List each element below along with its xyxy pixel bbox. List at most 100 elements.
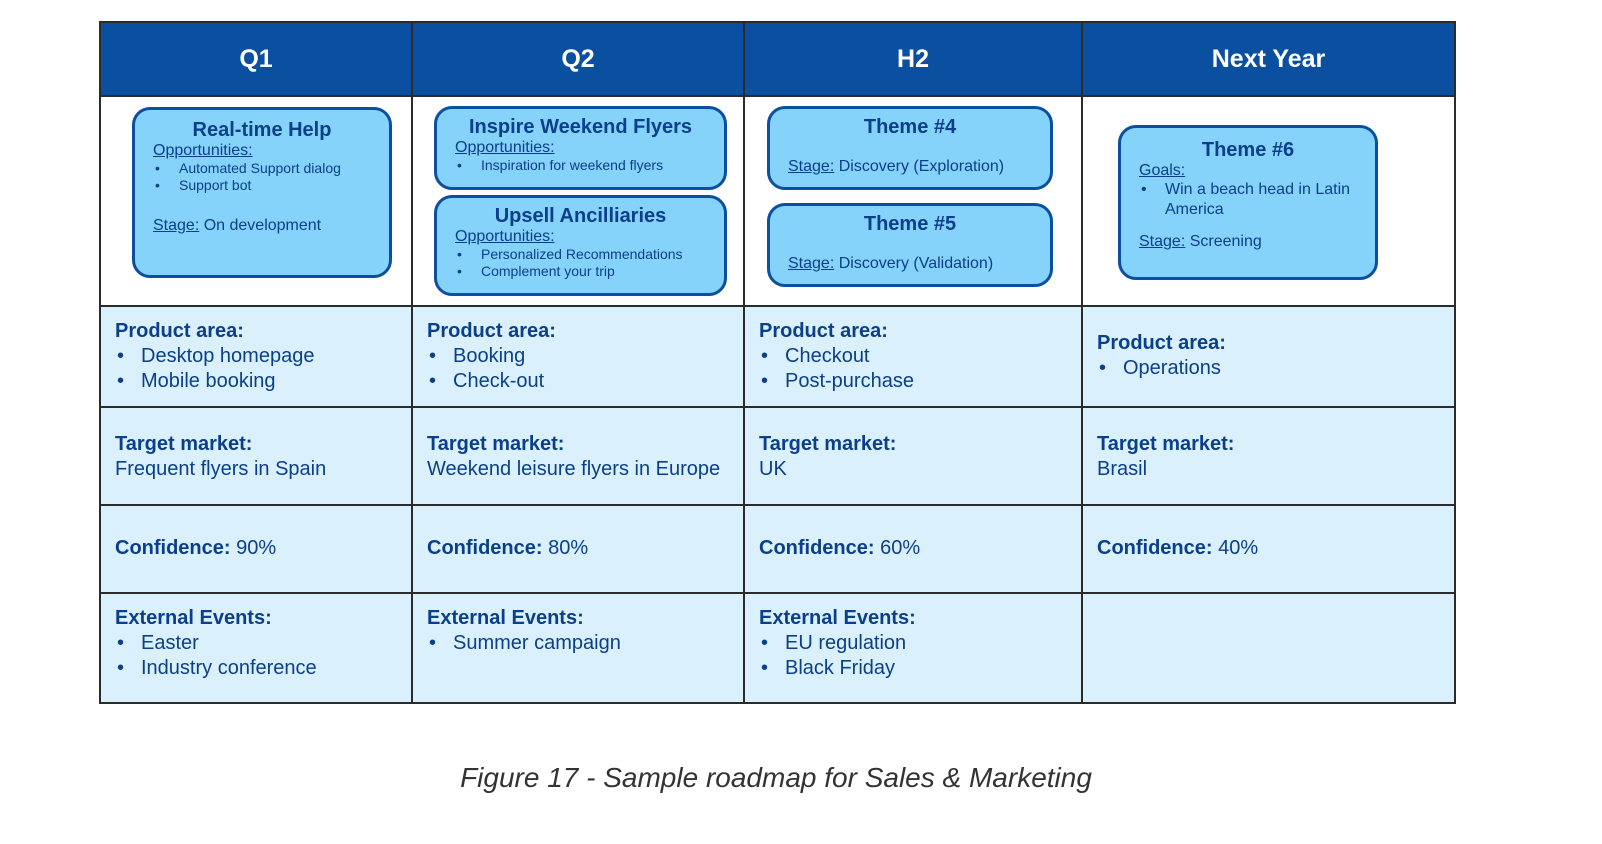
external-event-item: Summer campaign [427,631,729,656]
opportunity-item: Complement your trip [455,263,706,280]
opportunities-list: Automated Support dialog Support bot [153,160,371,194]
goals-list: Win a beach head in Latin America [1139,180,1357,220]
product-area-label: Product area: [115,320,244,342]
theme-stage: Stage: Discovery (Validation) [788,254,1032,274]
stage-value: Screening [1189,233,1262,250]
stage-label: Stage: [788,255,835,272]
theme-card-real-time-help: Real-time Help Opportunities: Automated … [132,107,392,278]
target-market-value: Brasil [1097,458,1148,480]
roadmap-table: Q1 Q2 H2 Next Year Real-time Help Opport… [99,21,1456,704]
header-q2: Q2 [411,21,745,97]
target-market-value: UK [759,458,787,480]
opportunities-list: Inspiration for weekend flyers [455,157,706,174]
opportunity-item: Automated Support dialog [153,160,371,177]
confidence-label: Confidence: [759,537,875,559]
confidence-label: Confidence: [1097,537,1213,559]
product-area-item: Mobile booking [115,369,397,394]
stage-label: Stage: [1139,233,1186,250]
theme-title: Theme #6 [1201,139,1295,161]
confidence-row: Confidence: 90% Confidence: 80% Confiden… [99,504,1456,594]
themes-cell-q2: Inspire Weekend Flyers Opportunities: In… [411,95,745,307]
target-market-value: Weekend leisure flyers in Europe [427,458,721,480]
target-market-label: Target market: [1097,433,1235,455]
opportunity-item: Support bot [153,177,371,194]
external-event-item: Black Friday [759,656,1067,681]
themes-cell-q1: Real-time Help Opportunities: Automated … [99,95,413,307]
target-market-cell: Target market: UK [743,406,1083,506]
theme-title: Theme #4 [863,116,957,138]
target-market-label: Target market: [427,433,565,455]
external-events-label: External Events: [115,607,272,629]
product-area-item: Post-purchase [759,369,1067,394]
confidence-value: 40% [1218,537,1259,559]
external-events-list: EU regulation Black Friday [759,631,1067,681]
product-area-label: Product area: [1097,332,1226,354]
theme-stage: Stage: Discovery (Exploration) [788,157,1032,177]
theme-stage: Stage: Screening [1139,232,1357,252]
product-area-item: Check-out [427,369,729,394]
confidence-cell: Confidence: 60% [743,504,1083,594]
theme-card-upsell-ancilliaries: Upsell Ancilliaries Opportunities: Perso… [434,195,727,296]
theme-title: Real-time Help [192,119,332,141]
product-area-item: Operations [1097,356,1440,381]
product-area-cell: Product area: Booking Check-out [411,305,745,408]
external-events-cell: External Events: Summer campaign [411,592,745,704]
external-event-item: Easter [115,631,397,656]
theme-title: Upsell Ancilliaries [494,205,667,227]
opportunity-item: Inspiration for weekend flyers [455,157,706,174]
target-market-cell: Target market: Brasil [1081,406,1456,506]
external-event-item: Industry conference [115,656,397,681]
product-area-list: Booking Check-out [427,344,729,394]
theme-card-theme-5: Theme #5 Stage: Discovery (Validation) [767,203,1053,287]
external-events-cell: External Events: EU regulation Black Fri… [743,592,1083,704]
product-area-label: Product area: [427,320,556,342]
stage-value: Discovery (Exploration) [838,158,1005,175]
product-area-list: Checkout Post-purchase [759,344,1067,394]
product-area-label: Product area: [759,320,888,342]
theme-card-inspire-weekend-flyers: Inspire Weekend Flyers Opportunities: In… [434,106,727,190]
product-area-cell: Product area: Desktop homepage Mobile bo… [99,305,413,408]
opportunities-list: Personalized Recommendations Complement … [455,246,706,280]
external-event-item: EU regulation [759,631,1067,656]
external-events-label: External Events: [427,607,584,629]
external-events-row: External Events: Easter Industry confere… [99,592,1456,704]
themes-row: Real-time Help Opportunities: Automated … [99,95,1456,307]
header-row: Q1 Q2 H2 Next Year [99,21,1456,97]
theme-card-theme-6: Theme #6 Goals: Win a beach head in Lati… [1118,125,1378,280]
external-events-label: External Events: [759,607,916,629]
opportunities-label: Opportunities: [153,142,253,159]
confidence-value: 60% [880,537,921,559]
target-market-cell: Target market: Weekend leisure flyers in… [411,406,745,506]
confidence-label: Confidence: [115,537,231,559]
header-q1: Q1 [99,21,413,97]
product-area-list: Operations [1097,356,1440,381]
opportunity-item: Personalized Recommendations [455,246,706,263]
goals-label: Goals: [1139,162,1186,179]
external-events-list: Easter Industry conference [115,631,397,681]
external-events-cell: External Events: Easter Industry confere… [99,592,413,704]
theme-stage: Stage: On development [153,216,371,236]
stage-value: Discovery (Validation) [838,255,994,272]
target-market-label: Target market: [759,433,897,455]
stage-label: Stage: [788,158,835,175]
stage-label: Stage: [153,217,200,234]
product-area-cell: Product area: Checkout Post-purchase [743,305,1083,408]
theme-card-theme-4: Theme #4 Stage: Discovery (Exploration) [767,106,1053,190]
target-market-value: Frequent flyers in Spain [115,458,327,480]
product-area-row: Product area: Desktop homepage Mobile bo… [99,305,1456,408]
goal-item: Win a beach head in Latin America [1139,180,1357,220]
stage-value: On development [203,217,322,234]
product-area-item: Checkout [759,344,1067,369]
target-market-label: Target market: [115,433,253,455]
theme-title: Inspire Weekend Flyers [468,116,693,138]
product-area-list: Desktop homepage Mobile booking [115,344,397,394]
header-next-year: Next Year [1081,21,1456,97]
confidence-label: Confidence: [427,537,543,559]
target-market-cell: Target market: Frequent flyers in Spain [99,406,413,506]
theme-title: Theme #5 [863,213,957,235]
figure-caption: Figure 17 - Sample roadmap for Sales & M… [460,762,1092,793]
external-events-list: Summer campaign [427,631,729,656]
confidence-cell: Confidence: 40% [1081,504,1456,594]
confidence-cell: Confidence: 90% [99,504,413,594]
target-market-row: Target market: Frequent flyers in Spain … [99,406,1456,506]
